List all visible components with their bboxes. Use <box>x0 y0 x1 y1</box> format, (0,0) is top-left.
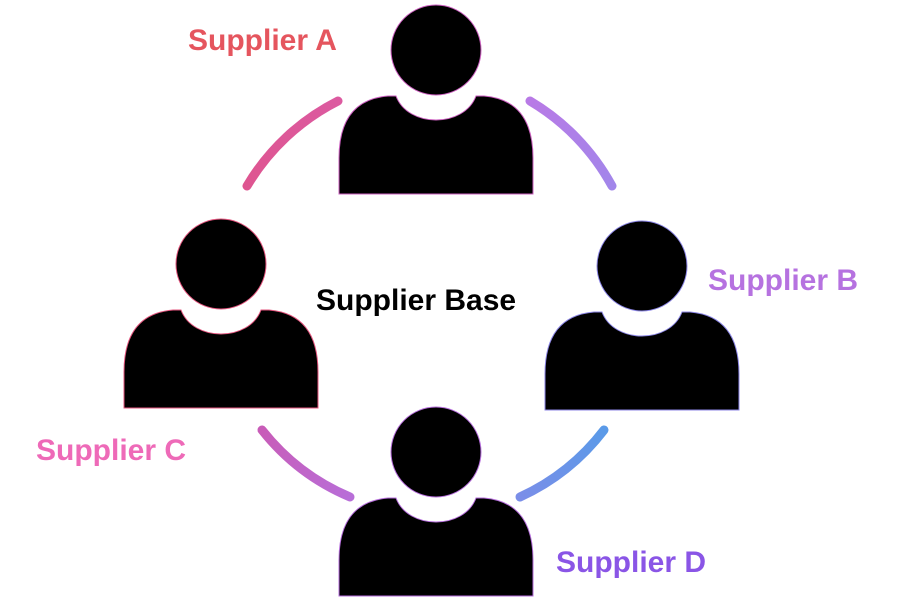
label-supplier-d: Supplier D <box>556 546 706 579</box>
center-title: Supplier Base <box>316 284 516 317</box>
person-icon-supplier-a <box>338 4 534 195</box>
connector-arc-bottom-left <box>257 425 355 502</box>
person-icon-supplier-b <box>544 220 740 411</box>
connector-arc-bottom-right <box>515 425 609 502</box>
label-supplier-c: Supplier C <box>36 434 186 467</box>
person-icon-supplier-c <box>123 218 319 409</box>
connector-arc-top-right <box>525 96 617 191</box>
label-supplier-b: Supplier B <box>708 264 858 297</box>
connector-arc-top-left <box>242 96 343 191</box>
label-supplier-a: Supplier A <box>188 24 337 57</box>
person-icon-supplier-d <box>338 406 534 597</box>
